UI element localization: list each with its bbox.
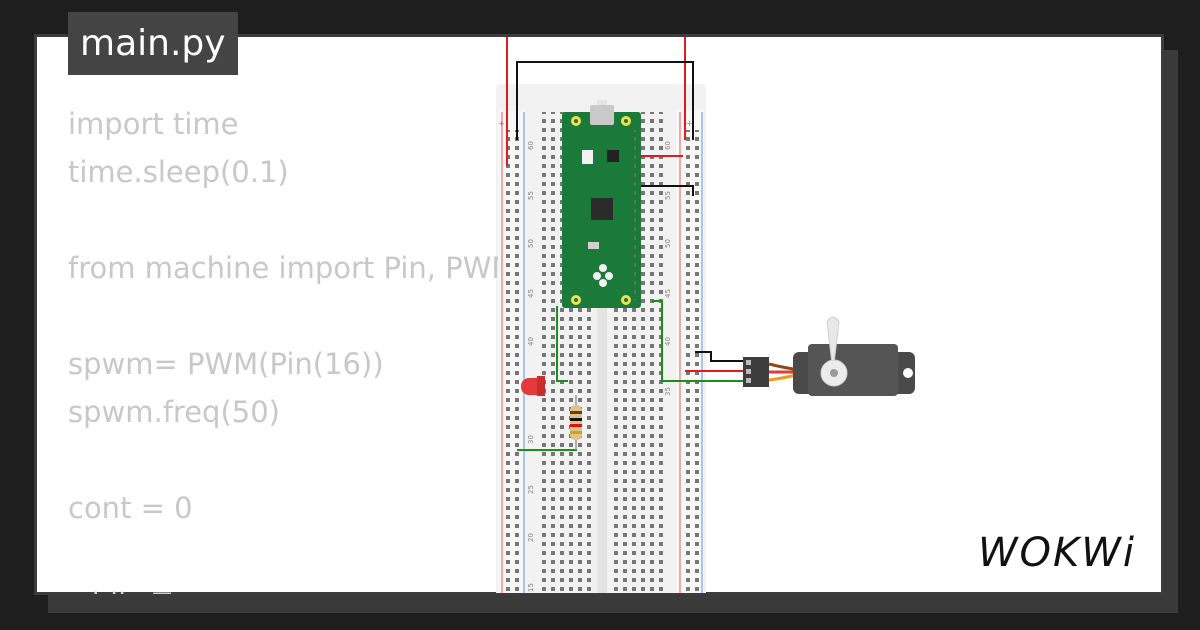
svg-text:40: 40 [664, 337, 672, 346]
code-line: spwm.freq(50) [68, 395, 280, 429]
red-led[interactable] [521, 376, 545, 396]
file-tab-label: main.py [80, 23, 226, 64]
code-preview: import time time.sleep(0.1) from machine… [68, 100, 498, 594]
svg-text:40: 40 [527, 337, 535, 346]
raspberry-pi-pico[interactable] [562, 105, 641, 308]
svg-text:45: 45 [527, 289, 535, 298]
svg-text:50: 50 [664, 239, 672, 248]
svg-text:60: 60 [664, 141, 672, 150]
svg-text:60: 60 [527, 141, 535, 150]
svg-text:30: 30 [527, 435, 535, 444]
servo-motor[interactable] [743, 316, 915, 396]
code-line [68, 532, 498, 580]
svg-text:55: 55 [527, 191, 535, 200]
code-line: from machine import Pin, PWM [68, 251, 498, 285]
wokwi-logo-text: WOKWi [978, 530, 1136, 576]
svg-text:+: + [498, 119, 505, 128]
wokwi-logo[interactable]: WOKWi [976, 528, 1148, 578]
code-line: time.sleep(0.1) [68, 155, 289, 189]
code-line [68, 436, 498, 484]
svg-text:20: 20 [527, 533, 535, 542]
svg-text:50: 50 [527, 239, 535, 248]
code-line: while True: [68, 580, 498, 594]
code-line: cont = 0 [68, 491, 193, 525]
svg-text:15: 15 [527, 583, 535, 592]
svg-text:55: 55 [664, 191, 672, 200]
svg-text:+: + [686, 119, 693, 128]
resistor[interactable] [570, 395, 582, 450]
code-line [68, 196, 498, 244]
code-line: import time [68, 107, 239, 141]
code-line: spwm= PWM(Pin(16)) [68, 347, 384, 381]
svg-text:45: 45 [664, 289, 672, 298]
svg-text:25: 25 [527, 485, 535, 494]
file-tab[interactable]: main.py [68, 12, 238, 75]
code-line [68, 292, 498, 340]
svg-text:35: 35 [664, 387, 672, 396]
